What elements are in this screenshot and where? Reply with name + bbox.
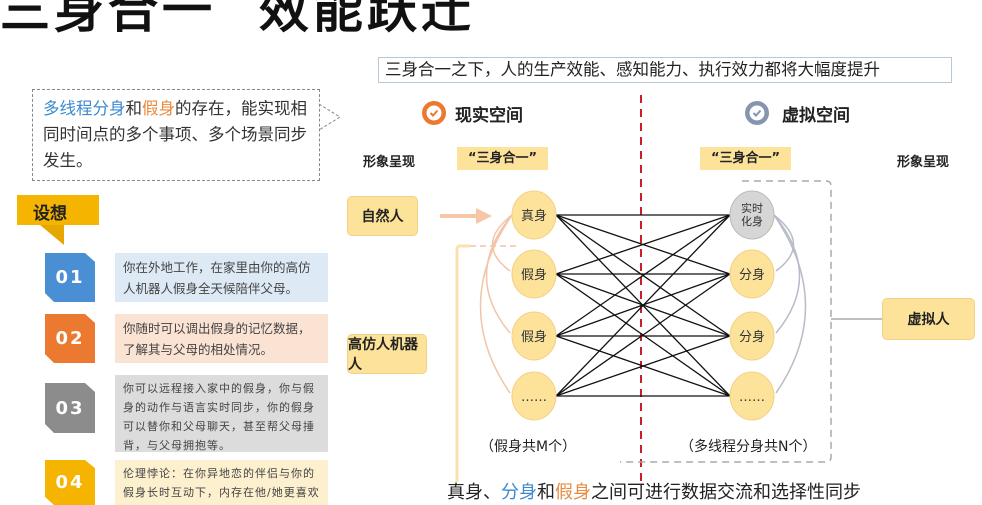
callout-highlight-clone: 多线程分身 xyxy=(43,99,126,118)
realtime-avatar-label: 实时化身 xyxy=(741,202,763,228)
item-text: 你在外地工作，在家里由你的高仿人机器人假身全天候陪伴父母。 xyxy=(115,253,328,302)
trinity-label-left: “三身合一” xyxy=(457,147,548,170)
caption-text: 和 xyxy=(537,482,555,503)
natural-person-box: 自然人 xyxy=(347,196,418,236)
assumption-tab: 设想 xyxy=(17,195,99,225)
node-label: 分身 xyxy=(739,329,765,345)
real-space-heading: 现实空间 xyxy=(455,106,523,126)
node xyxy=(729,190,775,240)
node-label: 分身 xyxy=(739,267,765,283)
callout-box: 多线程分身和假身的存在，能实现相同时间点的多个事项、多个场景同步发生。 xyxy=(32,89,320,181)
bottom-caption: 真身、分身和假身之间可进行数据交流和选择性同步 xyxy=(447,478,861,504)
left-count-label: （假身共M个） xyxy=(480,439,577,455)
network-diagram: 真身假身分身假身分身………… xyxy=(440,95,882,482)
link-line xyxy=(555,214,731,397)
callout-highlight-avatar: 假身 xyxy=(142,99,175,118)
caption-avatar: 假身 xyxy=(555,482,591,503)
node-label: …… xyxy=(739,390,765,405)
item-text: 你随时可以调出假身的记忆数据，了解其与父母的相处情况。 xyxy=(115,314,328,363)
callout-text: 的存在，能实现相同时间点的多个事项、多个场景同步发生。 xyxy=(43,99,307,170)
item-text: 你可以远程接入家中的假身，你与假身的动作与语言实时同步，你的假身可以替你和父母聊… xyxy=(115,375,328,452)
arrow-icon xyxy=(440,208,492,224)
node: 假身 xyxy=(511,249,557,299)
caption-text: 真身、 xyxy=(447,482,501,503)
check-icon-orange xyxy=(422,101,446,125)
sync-arrow xyxy=(773,214,801,334)
caption-text: 之间可进行数据交流和选择性同步 xyxy=(591,482,861,503)
check-icon-gray xyxy=(745,101,769,125)
trinity-label-right: “三身合一” xyxy=(700,147,791,170)
page-title: 三身合一 效能跃迁 xyxy=(0,0,475,39)
node-label: 假身 xyxy=(521,329,547,345)
item-number-badge: 03 xyxy=(45,383,95,433)
item-number-badge: 02 xyxy=(45,314,95,363)
node-label: 假身 xyxy=(521,267,547,283)
sync-arrow xyxy=(773,214,795,272)
sync-arrow xyxy=(479,214,513,394)
virtual-space-heading: 虚拟空间 xyxy=(782,106,850,126)
link-line xyxy=(555,214,731,275)
node-label: 真身 xyxy=(521,208,547,224)
right-count-label: （多线程分身共N个） xyxy=(680,439,817,455)
node: …… xyxy=(511,371,557,421)
link-line xyxy=(555,273,731,397)
sync-arrow xyxy=(773,214,807,394)
caption-clone: 分身 xyxy=(501,482,537,503)
link-line xyxy=(555,214,731,337)
virtual-person-box: 虚拟人 xyxy=(882,298,975,340)
presentation-label-right: 形象呈现 xyxy=(897,155,950,170)
sync-arrow xyxy=(485,214,513,334)
node: 分身 xyxy=(729,311,775,361)
robot-box: 高仿人机器人 xyxy=(347,334,427,374)
tab-fold xyxy=(40,225,64,245)
summary-banner: 三身合一之下，人的生产效能、感知能力、执行效力都将大幅度提升 xyxy=(378,57,952,83)
node: 真身 xyxy=(511,190,557,240)
node: 假身 xyxy=(511,311,557,361)
callout-pointer xyxy=(318,103,341,131)
presentation-label-left: 形象呈现 xyxy=(363,155,416,170)
virtual-bracket xyxy=(620,180,832,463)
node: …… xyxy=(729,371,775,421)
link-line xyxy=(555,335,731,397)
robot-bracket xyxy=(455,244,470,482)
sync-arrow xyxy=(491,214,513,272)
node-label: …… xyxy=(521,390,547,405)
item-number-badge: 01 xyxy=(45,253,95,302)
node: 分身 xyxy=(729,249,775,299)
callout-text: 和 xyxy=(125,99,143,118)
